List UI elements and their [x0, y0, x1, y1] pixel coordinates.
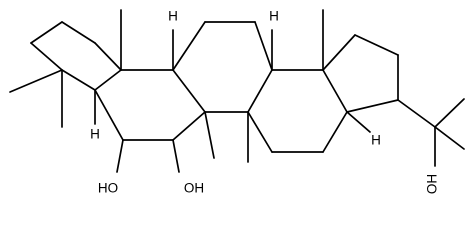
hydrogen-label-c9: H: [168, 9, 178, 24]
structure-figure: HO OH OH H H H H: [9, 8, 465, 196]
hydrogen-label-c5: H: [90, 127, 100, 142]
hydroxyl-label-left: HO: [98, 181, 118, 196]
hydroxyl-label-middle: OH: [184, 181, 204, 196]
skeleton-bonds: [9, 9, 465, 173]
hydrogen-label-c13: H: [269, 9, 279, 24]
hydrogen-label-c17: H: [371, 133, 381, 148]
atom-labels: HO OH OH H H H H: [90, 9, 439, 196]
hydroxyl-label-right: OH: [425, 174, 440, 194]
molecular-structure: HO OH OH H H H H: [9, 9, 465, 196]
